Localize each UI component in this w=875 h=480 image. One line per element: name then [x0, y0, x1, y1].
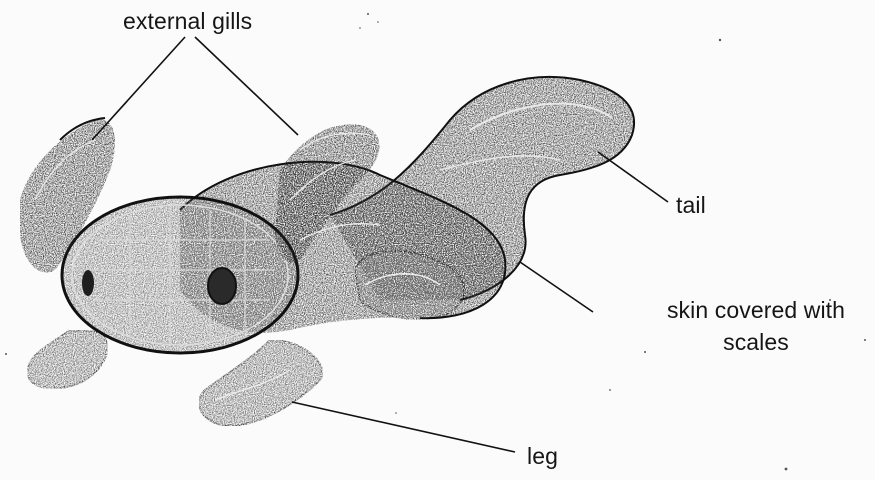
front-leg-right: [199, 340, 322, 426]
head-shape: [62, 197, 298, 353]
label-tail: tail: [676, 194, 706, 217]
leader-gills-right: [195, 37, 298, 135]
label-external-gills: external gills: [123, 10, 252, 33]
label-leg: leg: [527, 445, 558, 468]
label-skin-covered-with-scales: skin covered with scales: [638, 294, 874, 358]
label-skin-line2: scales: [638, 326, 874, 358]
front-leg-left: [28, 330, 107, 388]
label-skin-line1: skin covered with: [638, 294, 874, 326]
leader-leg: [292, 402, 515, 452]
leader-skin: [520, 262, 593, 312]
nostril-icon: [82, 270, 94, 296]
leader-gills-left: [92, 37, 185, 140]
leader-tail: [598, 152, 668, 202]
eye-icon: [208, 268, 236, 304]
